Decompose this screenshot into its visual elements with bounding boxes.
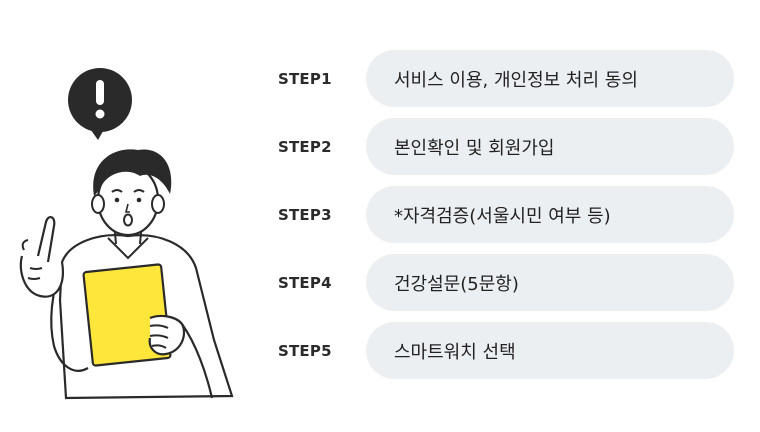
- step-4: STEP4 건강설문(5문항): [272, 254, 742, 311]
- step-pill: 건강설문(5문항): [366, 254, 734, 311]
- step-2: STEP2 본인확인 및 회원가입: [272, 118, 742, 175]
- step-pill: 서비스 이용, 개인정보 처리 동의: [366, 50, 734, 107]
- step-pill: 스마트워치 선택: [366, 322, 734, 379]
- step-1: STEP1 서비스 이용, 개인정보 처리 동의: [272, 50, 742, 107]
- step-pill: 본인확인 및 회원가입: [366, 118, 734, 175]
- step-label: STEP4: [278, 273, 332, 292]
- step-3: STEP3 *자격검증(서울시민 여부 등): [272, 186, 742, 243]
- alert-bubble-icon: [68, 68, 132, 140]
- step-5: STEP5 스마트워치 선택: [272, 322, 742, 379]
- step-label: STEP3: [278, 205, 332, 224]
- step-pill: *자격검증(서울시민 여부 등): [366, 186, 734, 243]
- step-list: STEP1 서비스 이용, 개인정보 처리 동의 STEP2 본인확인 및 회원…: [272, 50, 742, 390]
- step-label: STEP1: [278, 69, 332, 88]
- step-label: STEP5: [278, 341, 332, 360]
- person-illustration: [0, 40, 250, 420]
- person-with-document-icon: [19, 68, 234, 400]
- step-label: STEP2: [278, 137, 332, 156]
